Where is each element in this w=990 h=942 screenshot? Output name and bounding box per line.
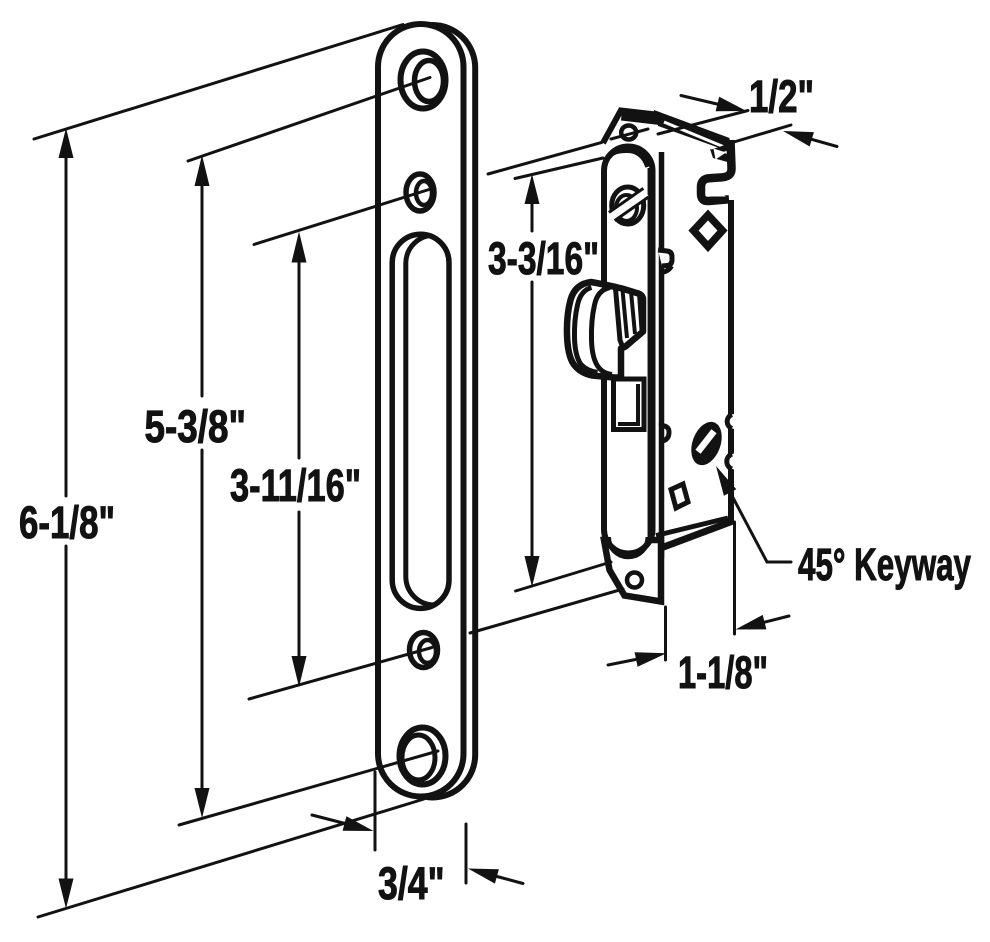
svg-text:1-1/8": 1-1/8" — [678, 647, 768, 698]
svg-text:3-3/16": 3-3/16" — [488, 233, 599, 284]
svg-text:1/2": 1/2" — [749, 71, 814, 122]
svg-text:3-11/16": 3-11/16" — [230, 460, 361, 511]
svg-text:3/4": 3/4" — [378, 858, 445, 909]
svg-text:45° Keyway: 45° Keyway — [798, 539, 971, 590]
svg-text:5-3/8": 5-3/8" — [145, 401, 247, 452]
svg-text:6-1/8": 6-1/8" — [19, 497, 115, 548]
